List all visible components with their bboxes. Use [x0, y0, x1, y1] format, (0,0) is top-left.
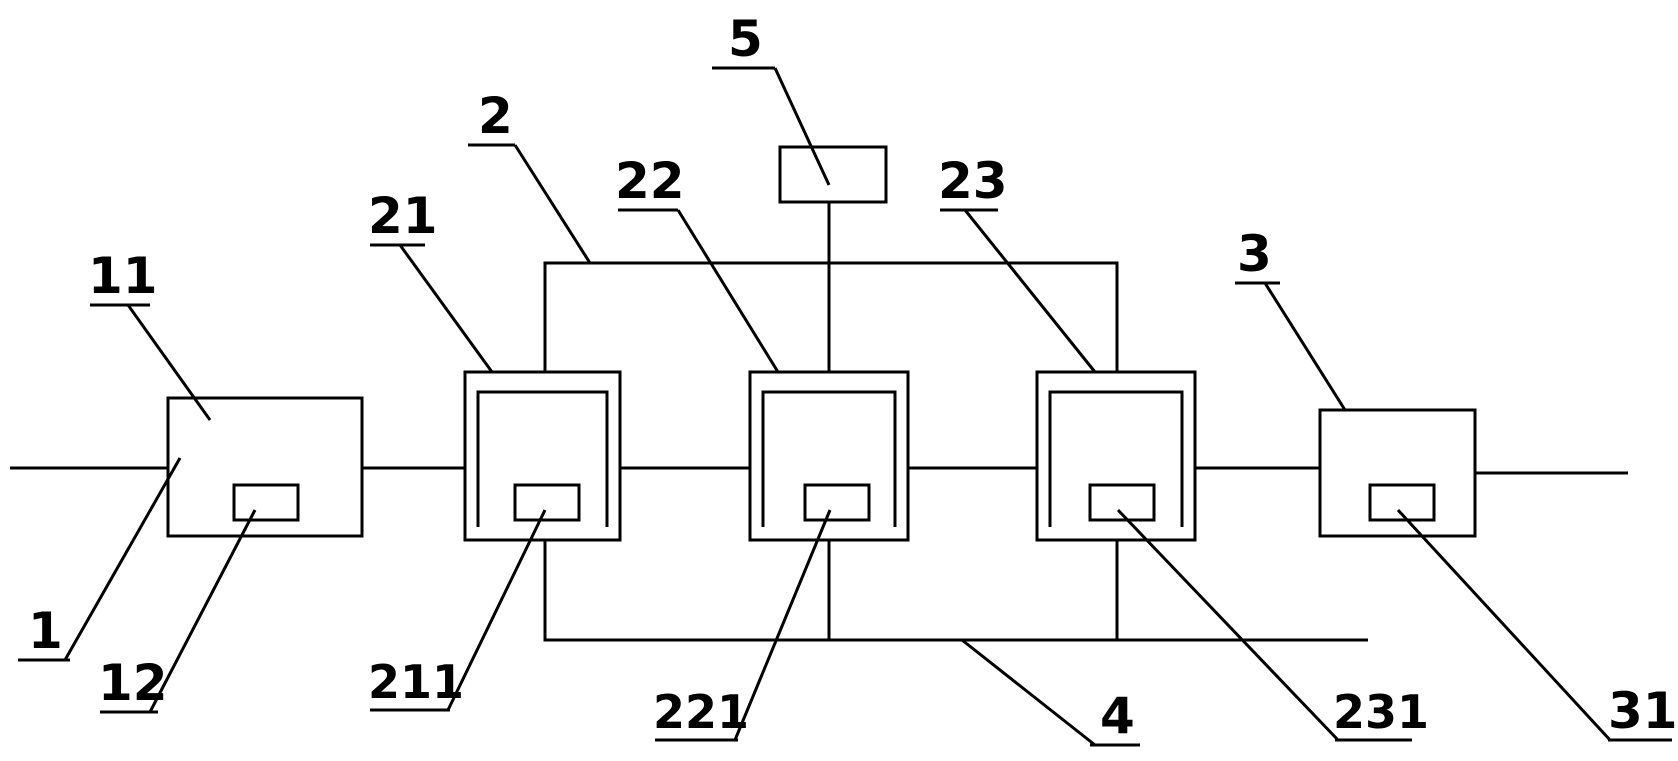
bottom-bus-4	[543, 528, 1368, 642]
main-line	[10, 466, 1628, 475]
top-bus-2	[543, 261, 1119, 392]
label-221: 221	[653, 685, 749, 739]
label-underlines	[18, 66, 1672, 747]
label-11: 11	[88, 247, 158, 305]
label-22: 22	[615, 152, 685, 210]
leader-lines	[63, 67, 1612, 747]
label-12: 12	[98, 654, 168, 712]
component-12	[232, 483, 300, 522]
label-2: 2	[478, 87, 513, 145]
label-4: 4	[1100, 687, 1135, 745]
label-3: 3	[1237, 225, 1272, 283]
label-31: 31	[1608, 682, 1678, 740]
label-5: 5	[728, 10, 763, 68]
label-231: 231	[1333, 685, 1429, 739]
label-1: 1	[28, 602, 63, 660]
block-23	[1035, 370, 1197, 542]
label-211: 211	[368, 655, 464, 709]
label-21: 21	[368, 187, 438, 245]
block-3	[1318, 408, 1477, 538]
block-22	[748, 370, 910, 542]
unit-5-box	[778, 145, 888, 204]
label-23: 23	[938, 152, 1008, 210]
